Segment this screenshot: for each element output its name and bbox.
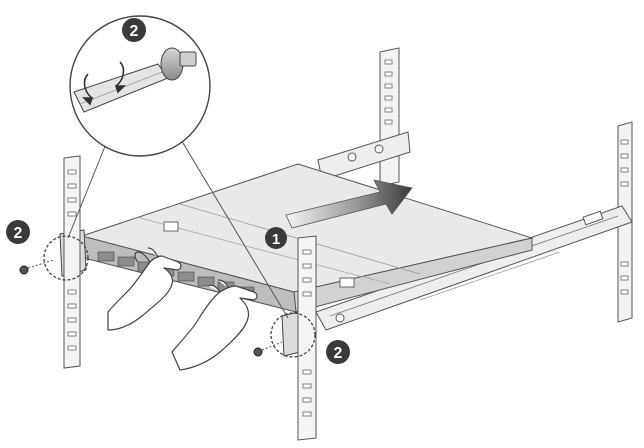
right-ear-highlight: [270, 312, 316, 358]
right-hand-icon: [171, 279, 258, 371]
right-screw-icon: [253, 341, 283, 357]
rear-left-rack-post: [379, 47, 400, 187]
step-badge-left-ear: 2: [6, 220, 30, 244]
left-hand-icon: [107, 247, 182, 331]
front-left-rack-post: [63, 155, 81, 369]
zoom-screw-icon: [160, 47, 197, 81]
step-number-zoom: 2: [130, 23, 139, 40]
step-badge-slide-in: 1: [265, 227, 287, 249]
left-ear-highlight: [43, 235, 89, 281]
rotate-arrow-icon: [82, 61, 126, 106]
front-right-rack-post: [297, 235, 317, 441]
left-screw-icon: [19, 259, 55, 275]
zoom-callout: [67, 15, 289, 319]
step-badge-zoom: 2: [122, 18, 146, 42]
push-arrow-icon: [285, 179, 413, 229]
step-number-slide-in: 1: [272, 231, 280, 248]
step-number-left-ear: 2: [14, 225, 23, 242]
step-badge-right-ear: 2: [326, 340, 350, 364]
server-chassis: [59, 163, 534, 357]
step-number-right-ear: 2: [334, 345, 343, 362]
